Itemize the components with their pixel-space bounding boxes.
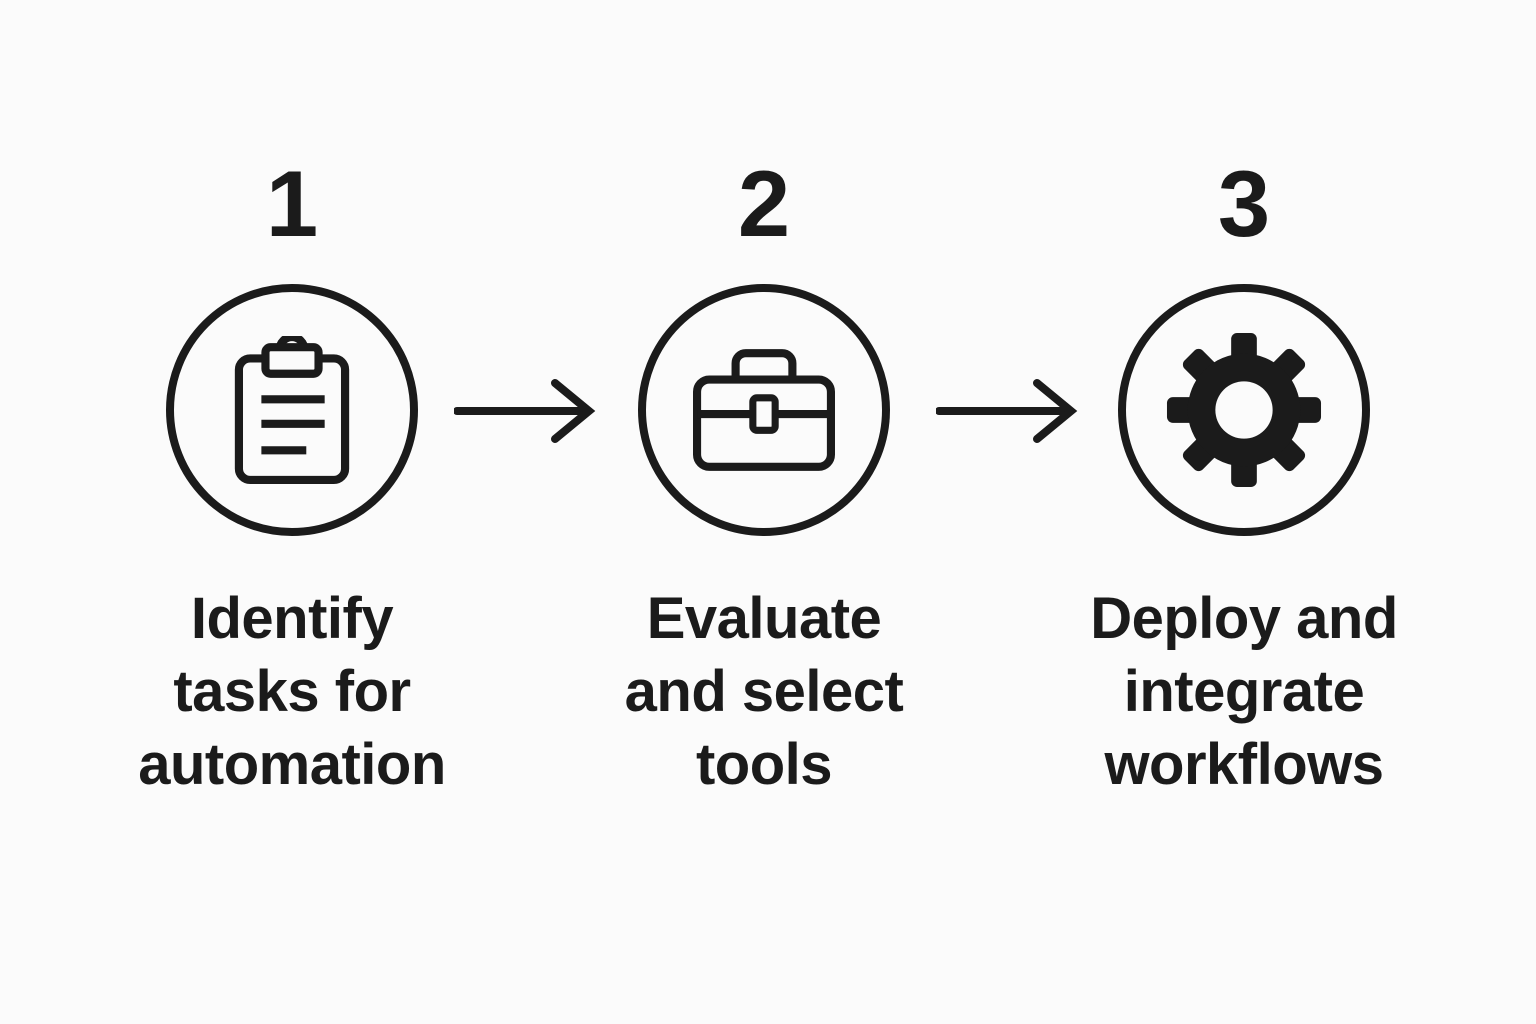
briefcase-icon <box>693 349 835 471</box>
step-2: 2 Evaluate and select tools <box>544 0 984 801</box>
step-3-circle <box>1118 284 1370 536</box>
step-3-label-line-1: Deploy and <box>1090 586 1398 651</box>
step-2-label-line-3: tools <box>695 732 833 797</box>
step-2-label: Evaluate and select tools <box>625 582 904 801</box>
arrow-right-icon <box>454 379 596 443</box>
step-1-label-line-1: Identify <box>190 586 394 651</box>
step-2-number: 2 <box>737 151 791 256</box>
step-3-label: Deploy and integrate workflows <box>1090 582 1398 801</box>
step-1-number: 1 <box>265 151 319 256</box>
step-1-label-line-3: automation <box>138 732 446 797</box>
gear-icon <box>1166 332 1322 488</box>
step-1-circle <box>166 284 418 536</box>
step-3-label-line-3: workflows <box>1104 732 1384 797</box>
step-2-circle <box>638 284 890 536</box>
step-3-number: 3 <box>1217 151 1271 256</box>
step-3-label-line-2: integrate <box>1123 659 1365 724</box>
step-1: 1 Identify tasks for automation <box>72 0 512 801</box>
step-1-label: Identify tasks for automation <box>138 582 446 801</box>
step-2-label-line-1: Evaluate <box>646 586 882 651</box>
step-2-label-line-2: and select <box>624 659 904 724</box>
step-3: 3 Deploy and integrate work <box>1024 0 1464 801</box>
step-1-label-line-2: tasks for <box>173 659 411 724</box>
arrow-right-icon <box>936 379 1078 443</box>
clipboard-icon <box>234 336 350 484</box>
